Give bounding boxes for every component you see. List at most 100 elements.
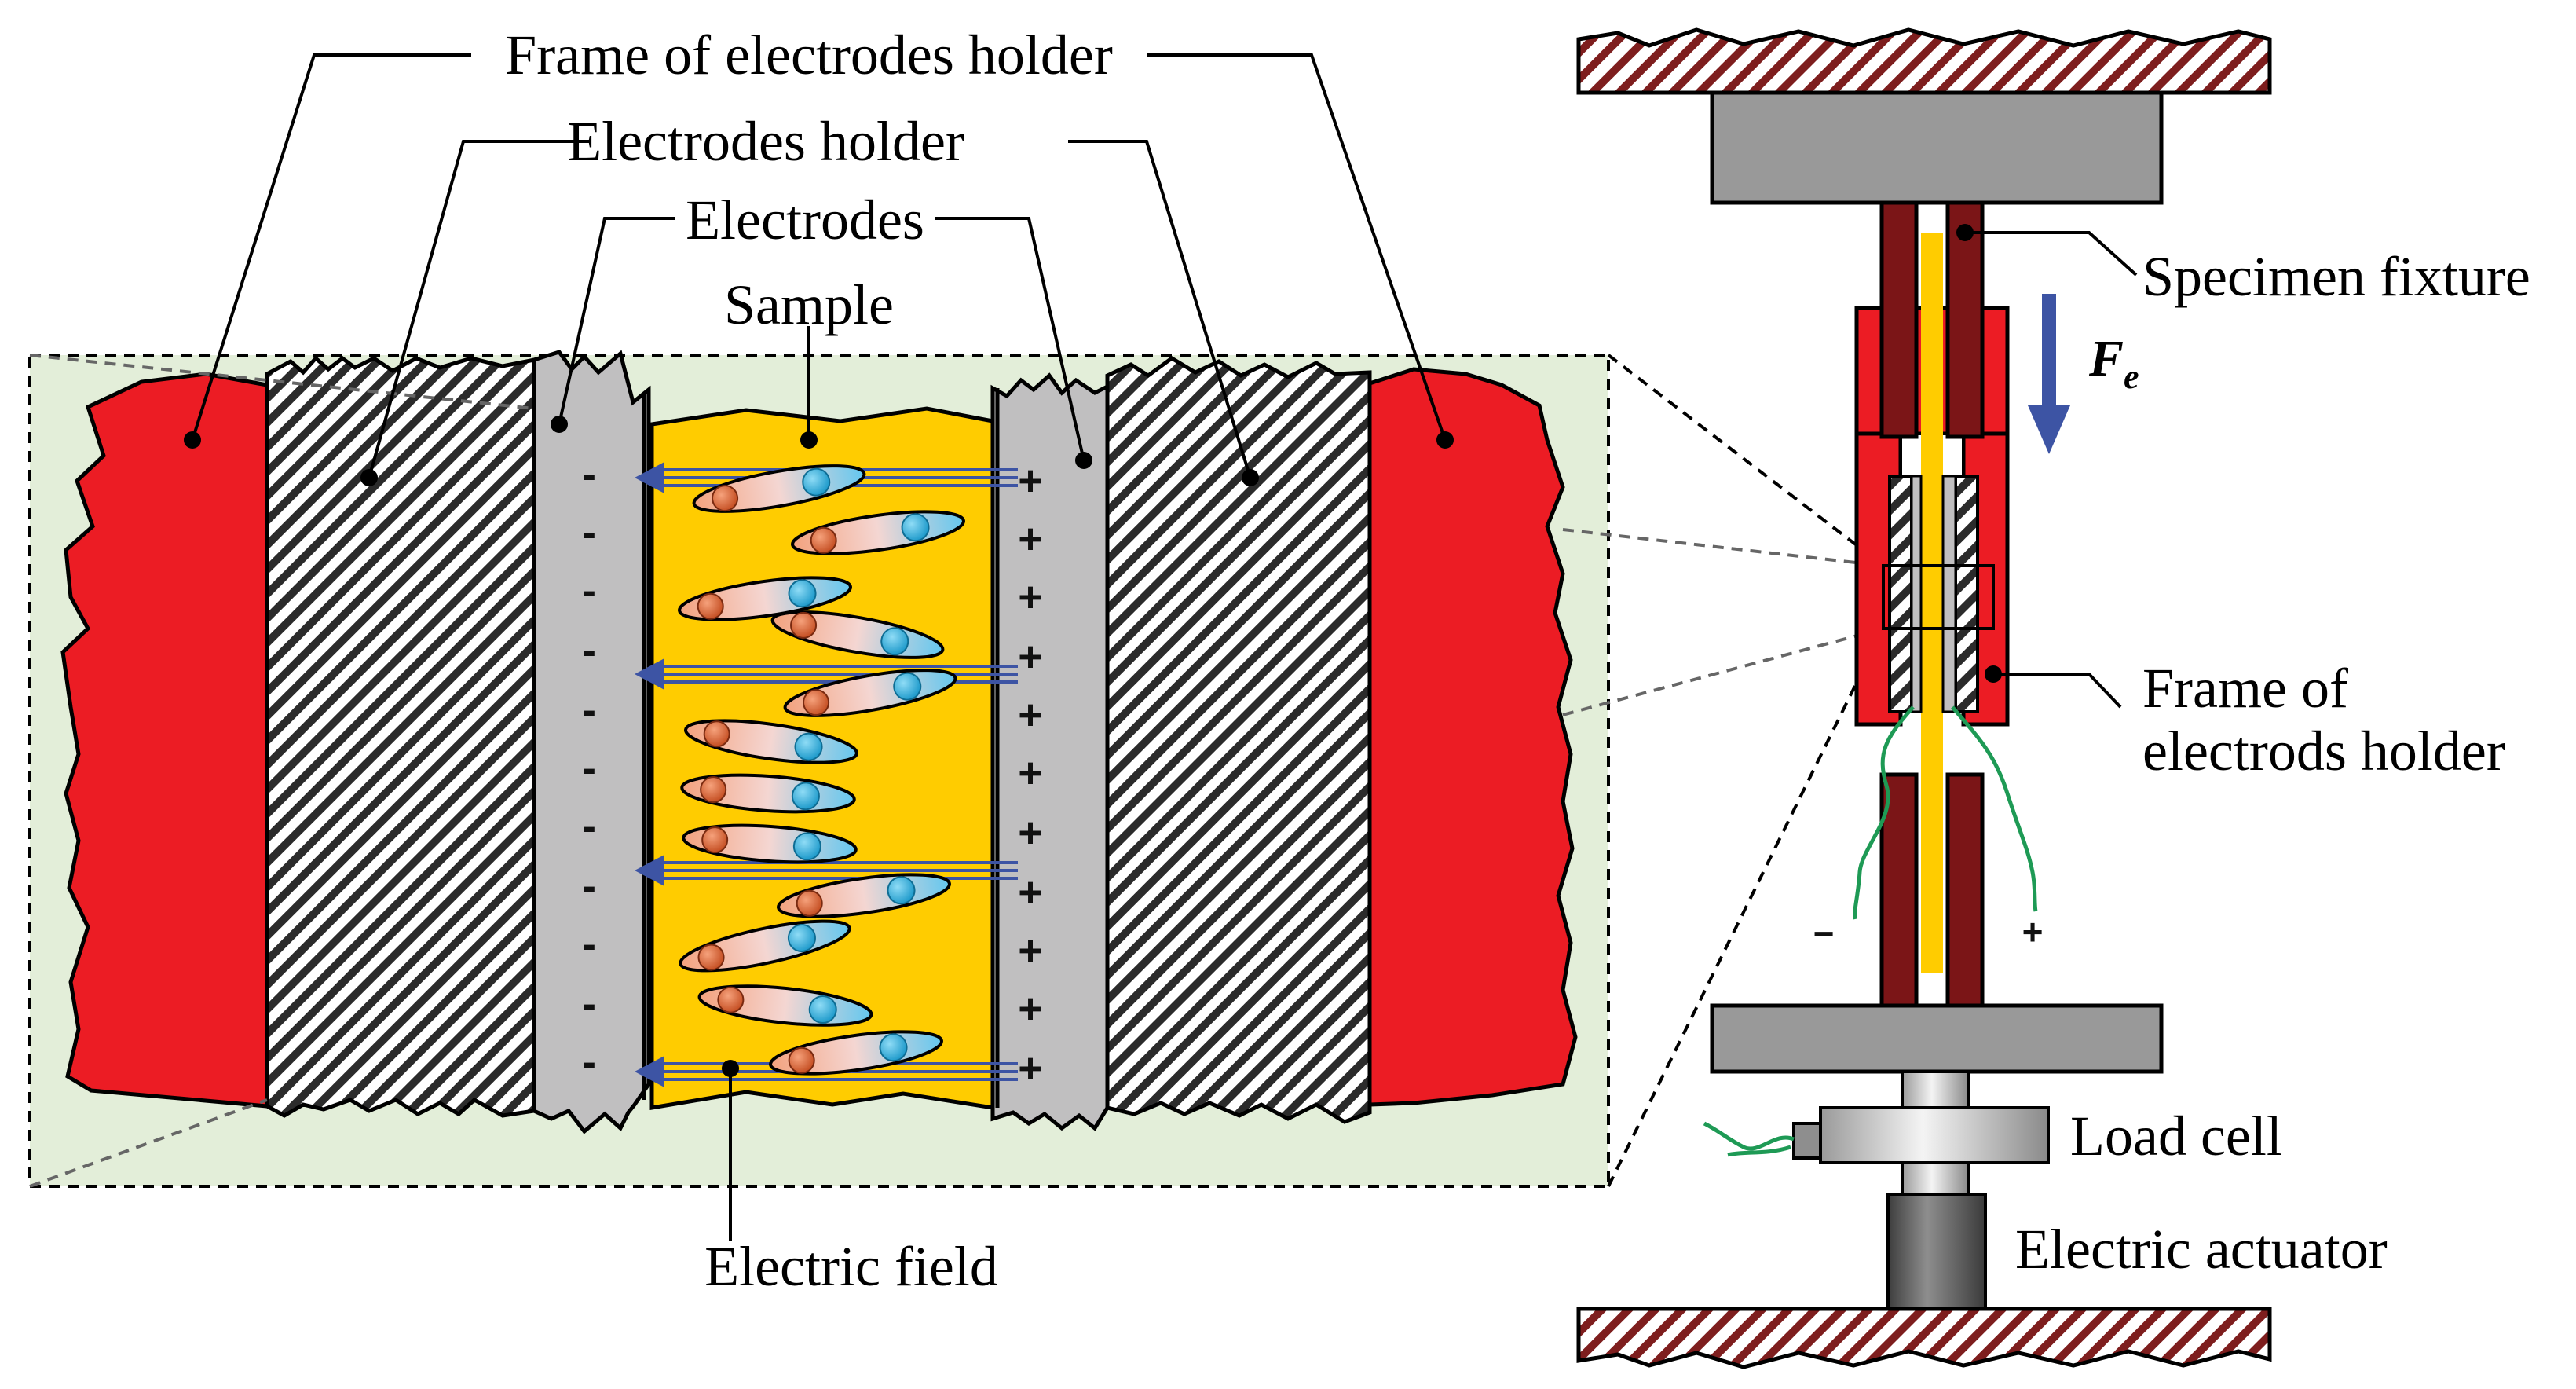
plus-sign: + [1018, 633, 1043, 680]
plus-sign: + [1018, 927, 1043, 974]
label-force: Fe [2088, 330, 2139, 396]
left-electrode [532, 350, 651, 1134]
label-force-sub: e [2124, 357, 2139, 396]
cation [788, 1046, 815, 1074]
apparatus-leaders [1965, 231, 2138, 709]
electrode-left-small [1910, 475, 1923, 713]
zoom-view: ----------- +++++++++++ [28, 24, 1885, 1298]
anion [791, 782, 820, 811]
top-plate [1710, 90, 2164, 205]
zoom-region-marker [1882, 564, 1995, 630]
wire-positive-sign: + [2022, 911, 2044, 952]
label-electric-field: Electric field [704, 1235, 998, 1298]
anion [880, 627, 909, 656]
anion [893, 672, 922, 701]
cation [701, 826, 729, 854]
anion [787, 924, 816, 953]
load-cell-shaft-top [1901, 1070, 1970, 1109]
left-frame-block [60, 372, 269, 1109]
leader-lines [191, 53, 1447, 1241]
top-ground [1576, 27, 2272, 95]
plus-sign: + [1018, 574, 1043, 621]
plus-sign: + [1018, 691, 1043, 738]
wire-load-cell [1703, 1121, 1795, 1157]
upper-jaw-right [1945, 200, 1985, 439]
right-electrodes-holder [1105, 356, 1372, 1124]
plus-sign: + [1018, 985, 1043, 1032]
dipole [680, 773, 856, 814]
cation [803, 689, 830, 716]
dipole [697, 984, 873, 1027]
electrode-right-small [1941, 475, 1957, 713]
dipole [682, 823, 858, 864]
wire-negative-sign: − [1813, 913, 1835, 954]
minus-sign: - [582, 509, 596, 556]
cation [697, 592, 724, 620]
minus-sign: - [582, 627, 596, 674]
plus-sign: + [1018, 457, 1043, 504]
cation [796, 889, 823, 917]
positive-charge-column: +++++++++++ [1018, 457, 1043, 1092]
anion [788, 579, 817, 608]
minus-sign: - [582, 687, 596, 734]
dipole [679, 919, 851, 973]
anion [901, 513, 930, 542]
dipole-molecules [678, 464, 965, 1076]
holder-right-hatch [1954, 475, 1979, 713]
anion [879, 1033, 908, 1062]
dipole [769, 1030, 943, 1076]
left-electrodes-holder [265, 355, 536, 1118]
bottom-plate [1710, 1003, 2164, 1074]
minus-sign: - [582, 745, 596, 792]
bottom-ground [1576, 1307, 2272, 1369]
leader-dots [184, 416, 1454, 1077]
cation [697, 944, 725, 971]
plus-sign: + [1018, 515, 1043, 563]
cation [790, 611, 818, 639]
label-sample: Sample [724, 273, 894, 336]
load-cell-connector [1792, 1122, 1822, 1160]
cation [717, 986, 745, 1013]
cation [810, 526, 837, 554]
dipole [783, 669, 957, 717]
dipole [692, 464, 866, 513]
test-apparatus: − + Fe Specimen fixture Frame of electro… [1576, 27, 2530, 1369]
down-arrow-icon [2028, 294, 2070, 454]
load-cell-shaft-bottom [1901, 1161, 1970, 1196]
wire-negative [1853, 705, 1915, 920]
dipole [678, 576, 852, 621]
right-frame-block [1367, 367, 1578, 1107]
cation [712, 485, 739, 512]
minus-sign: - [582, 567, 596, 614]
plus-sign: + [1018, 869, 1043, 916]
right-electrode [990, 372, 1110, 1131]
label-load-cell: Load cell [2070, 1105, 2282, 1167]
dipole [777, 873, 951, 918]
wire-positive [1951, 705, 2038, 912]
load-cell-body [1819, 1106, 2050, 1164]
minus-sign: - [582, 1039, 596, 1086]
anion [887, 876, 916, 905]
dipole [770, 610, 945, 659]
specimen-lower [1921, 775, 1943, 973]
label-specimen-fixture: Specimen fixture [2142, 245, 2530, 308]
field-arrow-3 [635, 855, 1018, 886]
lower-jaw-right [1945, 772, 1985, 1011]
plus-sign: + [1018, 809, 1043, 856]
anion [792, 832, 821, 861]
minus-sign: - [582, 803, 596, 850]
anion [808, 995, 837, 1024]
electric-actuator-body [1886, 1193, 1987, 1310]
upper-jaw-left [1879, 200, 1919, 439]
holder-left-hatch [1888, 475, 1913, 713]
label-frame-of-electrods-holder-2: electrods holder [2142, 720, 2505, 782]
negative-charge-column: ----------- [582, 451, 596, 1086]
anion [802, 467, 831, 497]
minus-sign: - [582, 921, 596, 968]
minus-sign: - [582, 863, 596, 910]
plus-sign: + [1018, 1045, 1043, 1092]
label-frame-of-electrods-holder-1: Frame of [2142, 657, 2348, 720]
label-electric-actuator: Electric actuator [2015, 1218, 2388, 1281]
minus-sign: - [582, 451, 596, 498]
